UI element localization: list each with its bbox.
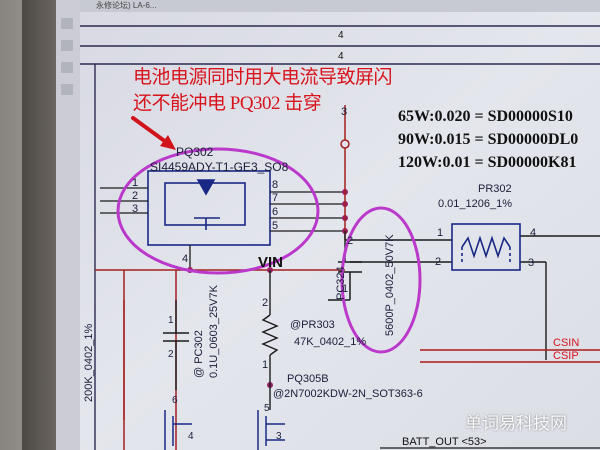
pq302-pin: 7 xyxy=(272,192,279,204)
pc302-pin: 1 xyxy=(168,315,174,326)
pr302-symbol xyxy=(451,223,521,271)
pin3-top-label: 3 xyxy=(341,106,348,118)
ruler-mark: 4 xyxy=(338,51,344,62)
batt-out-label: BATT_OUT <53> xyxy=(402,436,487,448)
red-arrow xyxy=(131,116,176,150)
window-tab-title[interactable]: 永修论坛) LA-6... xyxy=(96,1,157,10)
pr303-pin: 1 xyxy=(262,359,269,371)
pc302-pin: 2 xyxy=(168,349,174,360)
pq305b-pin: 5 xyxy=(264,403,270,414)
pq305b-pin: 4 xyxy=(188,431,194,442)
pq302-part: SI4459ADY-T1-GE3_SO8 xyxy=(150,160,289,174)
pq302-pin: 2 xyxy=(132,190,139,202)
pr303-symbol xyxy=(261,270,279,410)
pc302-symbol xyxy=(163,300,189,390)
pq302-symbol xyxy=(147,170,271,246)
pc302-value: 0.1U_0603_25V7K xyxy=(208,285,220,378)
screen-area xyxy=(56,0,600,450)
csin-csip-lines xyxy=(420,349,600,363)
csin-label: CSIN xyxy=(553,337,580,349)
left-resistor-value: 200K_0402_1% xyxy=(83,323,95,402)
annotation-circles xyxy=(116,147,422,354)
toolbar-icon[interactable] xyxy=(61,62,73,73)
net-pin3-top xyxy=(340,105,350,240)
toolbar-icon[interactable] xyxy=(61,84,73,95)
annotation-line-1: 电池电源同时用大电流导致屏闪 xyxy=(133,67,393,88)
vin-label: VIN xyxy=(258,254,284,271)
ruler-mark: 4 xyxy=(338,30,344,41)
pr302-pin: 2 xyxy=(435,256,442,268)
pq302-right-pins xyxy=(270,191,345,232)
pr302-pin: 3 xyxy=(528,257,535,269)
pr303-ref: @PR303 xyxy=(290,319,335,331)
pc324-pin: 2 xyxy=(347,235,354,247)
pc324-value: 5600P_0402_50V7K xyxy=(384,234,396,336)
pq302-pin: 3 xyxy=(132,203,139,215)
pq305b-pin: 6 xyxy=(172,395,178,406)
pq302-gate-pin: 4 xyxy=(182,253,189,265)
window-titlebar xyxy=(56,0,600,12)
toolbar-icon[interactable] xyxy=(61,40,73,51)
pr302-pin: 4 xyxy=(530,227,537,239)
pq302-ref: PQ302 xyxy=(176,145,214,159)
bezel-glare xyxy=(0,0,22,450)
pq305b-symbol xyxy=(164,410,285,450)
pr303-pin: 2 xyxy=(262,297,269,309)
pc324-pin: 1 xyxy=(342,283,349,295)
pc324-ref: PC324 xyxy=(335,266,347,300)
pr302-value: 0.01_1206_1% xyxy=(438,198,513,210)
pq302-pin: 6 xyxy=(272,206,279,218)
pq302-pin: 8 xyxy=(272,179,279,191)
pq305b-part: @2N7002KDW-2N_SOT363-6 xyxy=(273,388,423,400)
rating-row-120w: 120W:0.01 = SD00000K81 xyxy=(398,154,577,171)
viewer-left-gutter xyxy=(56,0,80,450)
pq305b-ref: PQ305B xyxy=(287,373,329,385)
pq302-pin: 1 xyxy=(132,177,139,189)
pc302-ref: @ PC302 xyxy=(193,330,205,378)
rating-row-90w: 90W:0.015 = SD00000DL0 xyxy=(398,131,579,148)
rating-row-65w: 65W:0.020 = SD00000S10 xyxy=(398,108,573,125)
pq302-pin: 5 xyxy=(272,220,279,232)
site-watermark: 单词易科技网 xyxy=(465,414,567,433)
annotation-line-2: 还不能冲电 PQ302 击穿 xyxy=(133,93,322,114)
pr303-value: 47K_0402_1% xyxy=(294,336,367,348)
sheet-border xyxy=(80,25,600,450)
pr302-ref: PR302 xyxy=(478,183,512,195)
pq305b-pin: 3 xyxy=(276,431,282,442)
csip-label: CSIP xyxy=(553,350,579,362)
pr302-pin: 1 xyxy=(437,227,444,239)
toolbar-icon[interactable] xyxy=(61,18,73,29)
